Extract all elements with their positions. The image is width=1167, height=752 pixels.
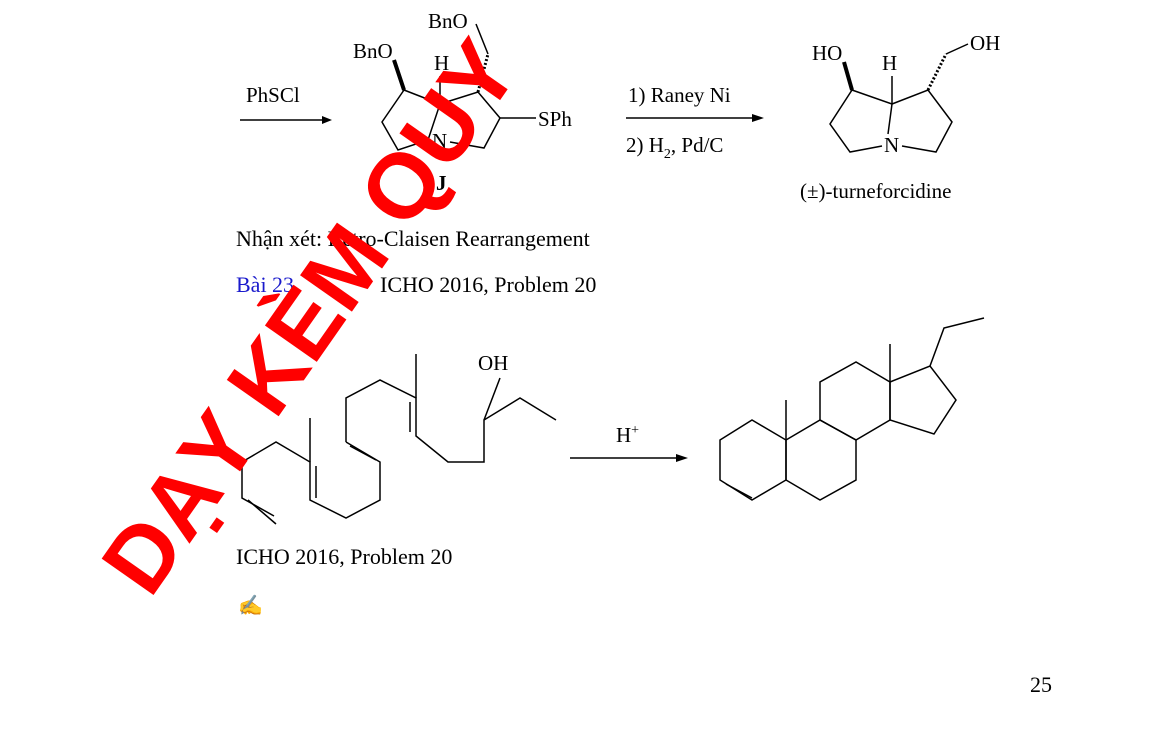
compound-j-bno-left: BnO xyxy=(353,39,393,63)
compound-j-h: H xyxy=(434,51,449,75)
product-name: (±)-turneforcidine xyxy=(800,179,951,203)
pencil-icon: ✍ xyxy=(238,594,263,617)
compound-j-label: J xyxy=(436,171,447,195)
product-ho: HO xyxy=(812,41,842,65)
exercise-label: Bài 23. xyxy=(236,272,300,297)
product-structure xyxy=(829,43,969,153)
compound-j-n: N xyxy=(432,129,447,153)
compound-j-structure xyxy=(381,23,536,151)
product-n: N xyxy=(884,133,899,157)
polyene-oh: OH xyxy=(478,351,508,375)
product-oh: OH xyxy=(970,31,1000,55)
polyene-structure xyxy=(241,354,557,525)
compound-j-bno-top: BnO xyxy=(428,9,468,33)
exercise-title: ICHO 2016, Problem 20 xyxy=(380,272,597,297)
compound-j-sph: SPh xyxy=(538,107,572,131)
caption-line: ICHO 2016, Problem 20 xyxy=(236,544,453,569)
page-number: 25 xyxy=(1030,672,1052,697)
product-h: H xyxy=(882,51,897,75)
comment-line: Nhận xét: Retro-Claisen Rearrangement xyxy=(236,226,590,251)
reagent-h-plus: H+ xyxy=(616,423,639,447)
step-1-text: 1) Raney Ni xyxy=(628,83,731,107)
reagent-phscl: PhSCl xyxy=(246,83,300,107)
step-2-text: 2) H2, Pd/C xyxy=(626,133,723,162)
steroid-structure xyxy=(719,317,985,501)
